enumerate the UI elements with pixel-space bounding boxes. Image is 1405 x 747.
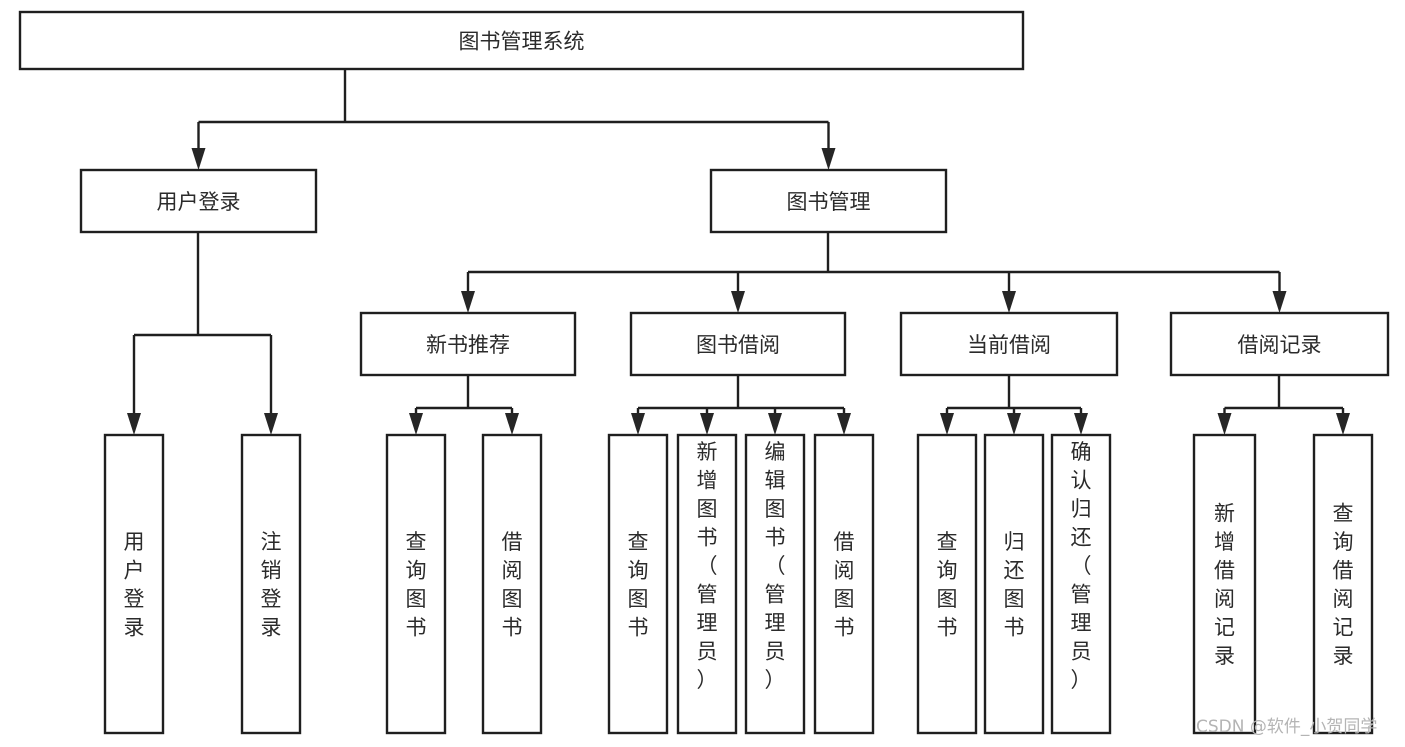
node-label-leaf-confirm-return: 确认归还（管理员）: [1071, 440, 1092, 692]
node-label-leaf-borrow-book-2: 借阅图书: [834, 530, 855, 640]
arrow-head-icon: [191, 148, 206, 170]
node-leaf-borrow-book-1[interactable]: 借阅图书: [481, 433, 543, 735]
arrow-head-icon: [768, 413, 782, 435]
node-label-leaf-return-book: 归还图书: [1004, 530, 1025, 640]
arrow-head-icon: [1002, 291, 1016, 313]
node-box-leaf-query-record[interactable]: [1312, 433, 1374, 735]
node-label-leaf-add-record: 新增借阅记录: [1214, 502, 1235, 669]
node-leaf-edit-book[interactable]: 编辑图书（管理员）: [744, 433, 806, 735]
node-root[interactable]: 图书管理系统: [18, 10, 1025, 71]
node-box-leaf-add-record[interactable]: [1192, 433, 1257, 735]
node-box-leaf-confirm-return[interactable]: [1050, 433, 1112, 735]
edge-book-manage-children: [461, 232, 1287, 313]
node-label-book-manage: 图书管理: [787, 190, 871, 214]
node-label-book-borrow: 图书借阅: [696, 333, 780, 357]
arrow-head-icon: [837, 413, 851, 435]
arrow-head-icon: [821, 148, 836, 170]
arrow-head-icon: [700, 413, 714, 435]
arrow-head-icon: [505, 413, 519, 435]
node-label-leaf-query-record: 查询借阅记录: [1333, 502, 1354, 669]
csdn-watermark: CSDN @软件_小贺同学: [1196, 717, 1377, 737]
arrow-head-icon: [1074, 413, 1088, 435]
arrow-head-icon: [940, 413, 954, 435]
node-leaf-user-login[interactable]: 用户登录: [103, 433, 165, 735]
node-label-leaf-query-book-3: 查询图书: [937, 530, 958, 640]
node-box-leaf-query-book-3[interactable]: [916, 433, 978, 735]
arrow-head-icon: [1336, 413, 1350, 435]
node-label-leaf-borrow-book-1: 借阅图书: [502, 530, 523, 640]
node-label-borrow-record: 借阅记录: [1238, 333, 1322, 357]
node-label-leaf-query-book-1: 查询图书: [406, 530, 427, 640]
node-label-new-book-recommend: 新书推荐: [426, 333, 510, 357]
arrow-head-icon: [264, 413, 278, 435]
node-leaf-borrow-book-2[interactable]: 借阅图书: [813, 433, 875, 735]
node-layer: 图书管理系统用户登录图书管理新书推荐图书借阅当前借阅借阅记录用户登录注销登录查询…: [18, 10, 1390, 735]
arrow-head-icon: [409, 413, 423, 435]
edge-record-children: [1217, 375, 1350, 435]
node-box-leaf-query-book-2[interactable]: [607, 433, 669, 735]
edge-current-children: [940, 375, 1088, 435]
node-leaf-add-record[interactable]: 新增借阅记录: [1192, 433, 1257, 735]
node-box-new-book-recommend[interactable]: [359, 311, 577, 377]
edge-recommend-children: [409, 375, 519, 435]
connector-layer: [127, 69, 1350, 435]
node-box-leaf-user-login[interactable]: [103, 433, 165, 735]
node-book-manage[interactable]: 图书管理: [709, 168, 948, 234]
node-borrow-record[interactable]: 借阅记录: [1169, 311, 1390, 377]
node-box-borrow-record[interactable]: [1169, 311, 1390, 377]
node-box-leaf-edit-book[interactable]: [744, 433, 806, 735]
node-book-borrow[interactable]: 图书借阅: [629, 311, 847, 377]
arrow-head-icon: [461, 291, 475, 313]
node-label-user-login: 用户登录: [157, 190, 241, 214]
node-leaf-add-book[interactable]: 新增图书（管理员）: [676, 433, 738, 735]
edge-user-login-children: [127, 232, 278, 435]
edge-borrow-children: [631, 375, 851, 435]
node-user-login[interactable]: 用户登录: [79, 168, 318, 234]
edge-root-children: [191, 69, 836, 170]
node-label-leaf-logout: 注销登录: [261, 530, 282, 640]
arrow-head-icon: [1007, 413, 1021, 435]
node-leaf-return-book[interactable]: 归还图书: [983, 433, 1045, 735]
arrow-head-icon: [731, 291, 745, 313]
node-label-leaf-edit-book: 编辑图书（管理员）: [765, 440, 786, 692]
node-label-leaf-query-book-2: 查询图书: [628, 530, 649, 640]
node-leaf-confirm-return[interactable]: 确认归还（管理员）: [1050, 433, 1112, 735]
node-label-leaf-add-book: 新增图书（管理员）: [697, 440, 718, 692]
arrow-head-icon: [127, 413, 141, 435]
node-leaf-query-record[interactable]: 查询借阅记录: [1312, 433, 1374, 735]
node-leaf-logout[interactable]: 注销登录: [240, 433, 302, 735]
node-box-user-login[interactable]: [79, 168, 318, 234]
node-box-root[interactable]: [18, 10, 1025, 71]
node-box-leaf-logout[interactable]: [240, 433, 302, 735]
node-label-root: 图书管理系统: [459, 30, 585, 54]
node-box-leaf-return-book[interactable]: [983, 433, 1045, 735]
node-box-leaf-query-book-1[interactable]: [385, 433, 447, 735]
node-leaf-query-book-1[interactable]: 查询图书: [385, 433, 447, 735]
node-box-leaf-add-book[interactable]: [676, 433, 738, 735]
node-leaf-query-book-2[interactable]: 查询图书: [607, 433, 669, 735]
arrow-head-icon: [631, 413, 645, 435]
node-leaf-query-book-3[interactable]: 查询图书: [916, 433, 978, 735]
node-label-leaf-user-login: 用户登录: [124, 530, 145, 640]
node-box-leaf-borrow-book-1[interactable]: [481, 433, 543, 735]
arrow-head-icon: [1217, 413, 1232, 435]
node-label-current-borrow: 当前借阅: [967, 333, 1051, 357]
node-box-book-manage[interactable]: [709, 168, 948, 234]
node-current-borrow[interactable]: 当前借阅: [899, 311, 1119, 377]
node-box-current-borrow[interactable]: [899, 311, 1119, 377]
node-box-leaf-borrow-book-2[interactable]: [813, 433, 875, 735]
arrow-head-icon: [1272, 291, 1287, 313]
node-box-book-borrow[interactable]: [629, 311, 847, 377]
node-new-book-recommend[interactable]: 新书推荐: [359, 311, 577, 377]
